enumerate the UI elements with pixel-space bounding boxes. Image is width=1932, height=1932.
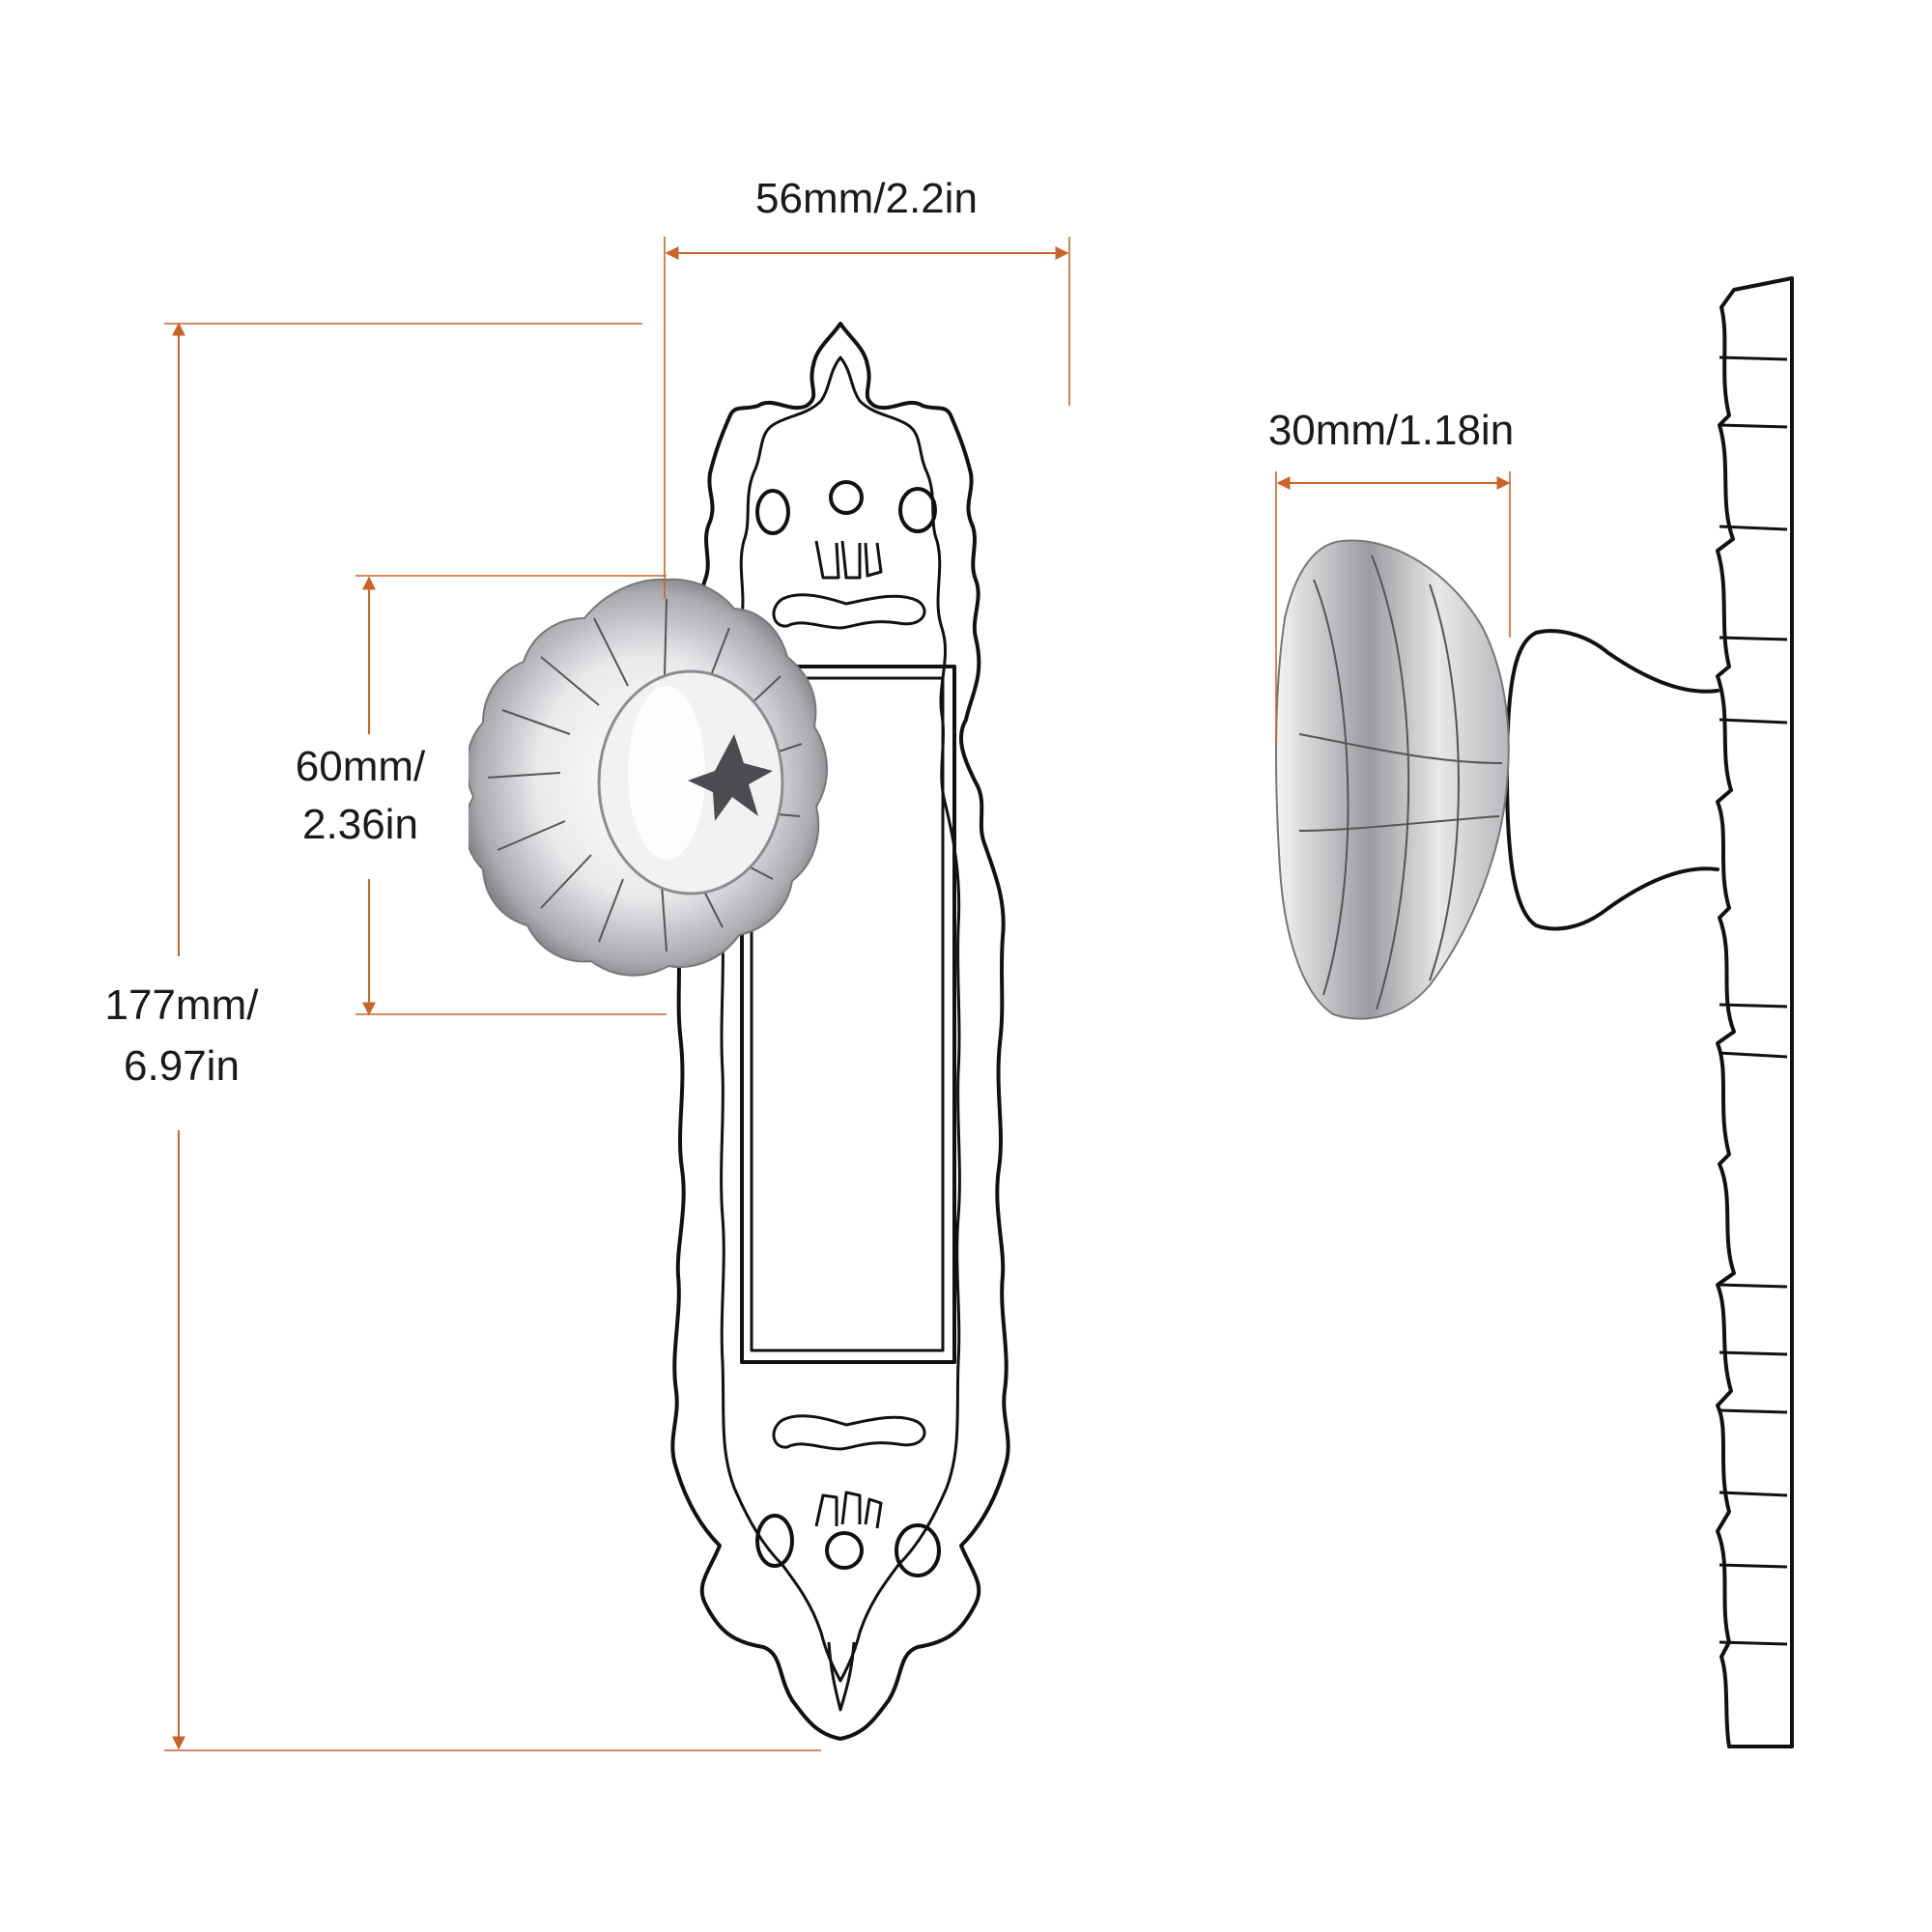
- dimension-annotations: 56mm/2.2in 177mm/ 6.97in 60mm/ 2.36in 30…: [87, 175, 1514, 1751]
- keyhole-panel-outer: [740, 665, 956, 1364]
- top-right-screw-hole: [898, 487, 937, 533]
- side-knob-shank: [1505, 629, 1719, 931]
- knob-depth-label: 30mm/1.18in: [1268, 407, 1514, 454]
- knob-diameter-label-mm: 60mm/: [296, 743, 426, 790]
- backplate-inner-contour: [720, 355, 961, 1683]
- side-backplate-profile: [1716, 276, 1794, 1748]
- bottom-scroll: [772, 1414, 926, 1451]
- bottom-center-boss: [825, 1531, 864, 1570]
- knob-star-emblem: [688, 734, 773, 821]
- knob-diameter-label-in: 2.36in: [302, 801, 418, 848]
- bottom-ornament-teeth: [814, 1491, 883, 1529]
- bottom-left-screw-hole: [755, 1514, 794, 1568]
- top-ornament-teeth: [814, 540, 883, 580]
- bottom-finial: [827, 1641, 856, 1712]
- bottom-right-screw-hole: [895, 1523, 941, 1577]
- top-left-screw-hole: [755, 489, 790, 535]
- side-view-drawing: [1275, 276, 1794, 1748]
- plate-height-label-in: 6.97in: [124, 1042, 240, 1090]
- plate-width-label: 56mm/2.2in: [755, 175, 978, 222]
- keyhole-panel-inner: [750, 676, 945, 1352]
- crystal-knob-front: [464, 578, 828, 977]
- backplate-drawing: [670, 322, 1010, 1741]
- plate-height-label-mm: 177mm/: [105, 981, 260, 1029]
- top-scroll: [772, 593, 926, 630]
- top-center-boss: [829, 480, 864, 515]
- side-backplate-notches: [1719, 355, 1788, 1646]
- side-knob-facets: [1298, 554, 1503, 1010]
